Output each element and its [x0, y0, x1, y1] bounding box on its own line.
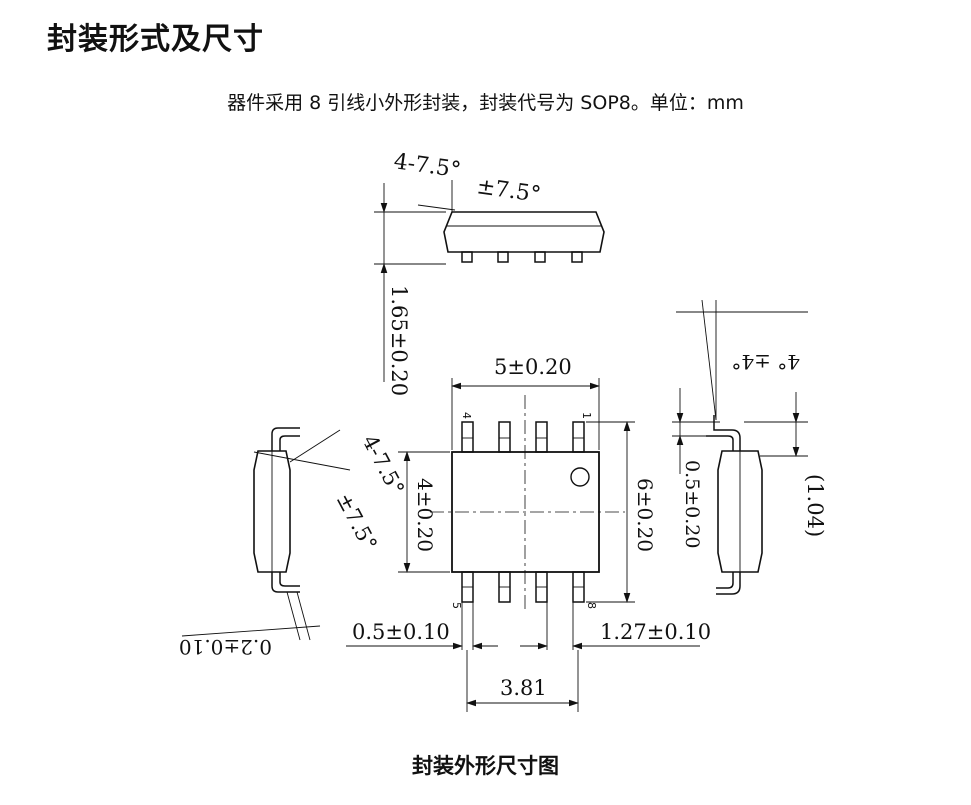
lead-frame-thk-label: 0.2±0.10 [179, 635, 272, 659]
top-view: 1 4 5 8 5±0.20 4±0.20 6±0.20 0.5±0.10 [346, 355, 711, 712]
height-label: 1.65±0.20 [387, 285, 411, 396]
angle-top-label: 4-7.5° [392, 149, 462, 183]
pin4-label: 4 [460, 412, 473, 419]
pin1-label: 1 [580, 412, 593, 419]
pin8-label: 8 [585, 602, 598, 609]
pin1-marker [570, 467, 590, 487]
bottom-leads [461, 571, 585, 603]
pitch-label: 1.27±0.10 [600, 620, 711, 644]
page-subtitle: 器件采用 8 引线小外形封装，封装代号为 SOP8。单位：mm [227, 92, 744, 114]
lead-span-label: (1.04) [803, 474, 827, 537]
pin-span-label: 3.81 [500, 676, 547, 700]
figure-caption: 封装外形尺寸图 [412, 754, 559, 778]
overall-width-label: 6±0.20 [633, 478, 657, 552]
lead-angle-label: 4° ±4° [731, 350, 800, 374]
left-angle-tol-label: ±7.5° [332, 489, 382, 555]
pin5-label: 5 [450, 602, 463, 609]
page-title: 封装形式及尺寸 [47, 22, 264, 57]
lead-thickness-label: 0.5±0.20 [681, 460, 703, 548]
body-length-label: 5±0.20 [494, 355, 572, 379]
body-width-label: 4±0.20 [413, 478, 437, 552]
side-leads [461, 251, 583, 263]
angle-top-tol-label: ±7.5° [475, 174, 542, 208]
lead-width-label: 0.5±0.10 [352, 620, 450, 644]
top-leads [461, 421, 585, 453]
left-angle-label: 4-7.5° [358, 431, 409, 499]
side-view-right: 4° ±4° 0.5±0.20 (1.04) [672, 299, 827, 595]
